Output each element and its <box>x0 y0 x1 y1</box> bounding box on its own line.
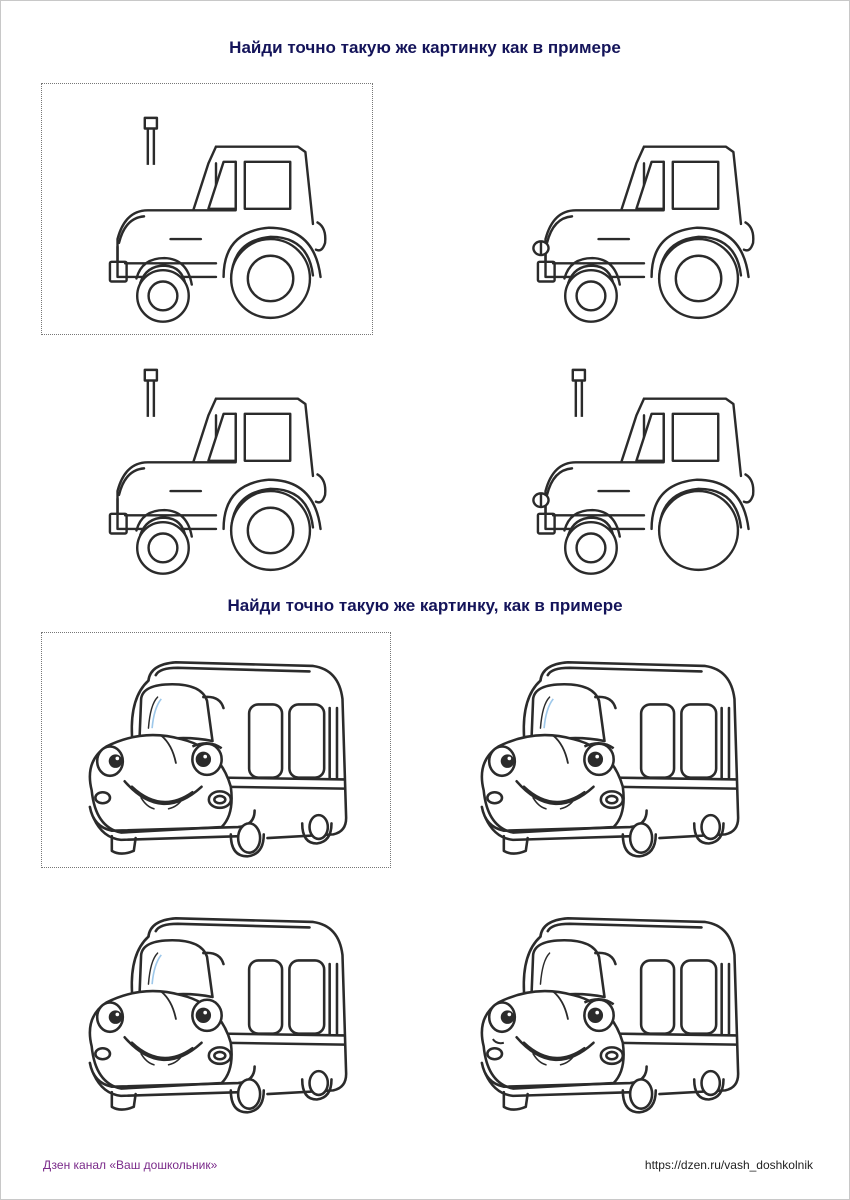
tractor-drawing <box>108 368 327 575</box>
bus-drawing <box>88 661 348 858</box>
tractor-option-3[interactable] <box>494 332 794 582</box>
bus-example <box>72 644 364 860</box>
bus-drawing <box>480 661 740 858</box>
bus-drawing <box>88 917 348 1114</box>
tractor-option-1[interactable] <box>494 80 794 330</box>
footer-url-link[interactable]: https://dzen.ru/vash_doshkolnik <box>644 1158 813 1172</box>
tractor-example <box>66 80 366 330</box>
section-heading-tractors: Найди точно такую же картинку как в прим… <box>229 38 621 57</box>
tractor-drawing <box>532 145 755 323</box>
section-heading-buses: Найди точно такую же картинку, как в при… <box>227 596 623 615</box>
bus-option-2[interactable] <box>72 900 364 1116</box>
footer-channel-name: Дзен канал «Ваш дошкольник» <box>43 1158 218 1172</box>
tractor-drawing <box>108 116 327 323</box>
tractor-drawing <box>532 368 755 575</box>
bus-option-3[interactable] <box>464 900 756 1116</box>
tractor-option-2[interactable] <box>66 332 366 582</box>
example-frame-bus <box>41 632 391 868</box>
bus-option-1[interactable] <box>464 644 756 860</box>
bus-drawing <box>480 917 740 1114</box>
example-frame-tractor <box>41 83 373 335</box>
